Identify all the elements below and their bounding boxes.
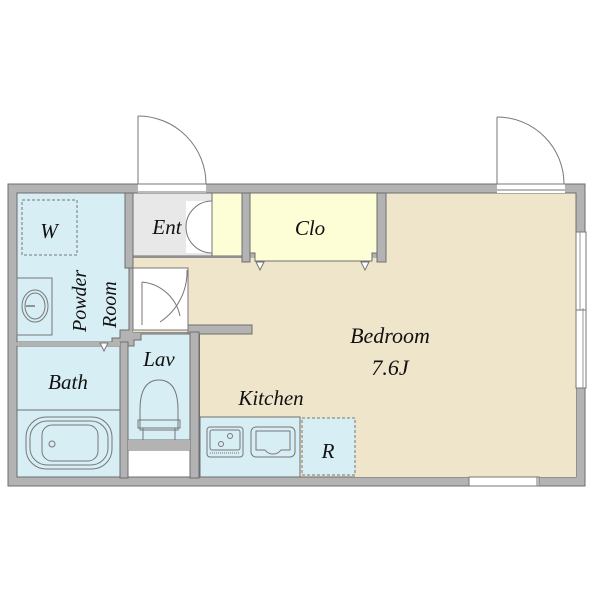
stove-icon [206, 426, 244, 458]
washer-space [21, 199, 78, 256]
interior-wall-lav-niche [128, 440, 190, 450]
refrigerator-space [301, 417, 356, 476]
washer-label: W [40, 219, 60, 243]
lav-label: Lav [142, 347, 175, 371]
shoe-cabinet [211, 192, 243, 257]
closet-door-marker-left [255, 261, 265, 272]
sliding-window-east[interactable] [575, 231, 587, 389]
interior-wall-lav-kitchen [189, 331, 200, 479]
entrance-door[interactable] [137, 115, 207, 193]
entrance-label: Ent [151, 215, 182, 239]
bedroom-label: Bedroom [350, 323, 430, 348]
powder-room-label-line1: Powder [69, 270, 91, 333]
closet [249, 192, 387, 272]
bath-room [16, 345, 121, 478]
bath-door-marker [99, 342, 109, 353]
interior-wall-powder-bath [17, 342, 120, 346]
powder-room-label: Powder [69, 270, 91, 333]
washbasin-icon [16, 277, 53, 336]
interior-wall-bath-lav [119, 341, 129, 479]
bedroom-floor [132, 192, 577, 478]
interior-wall-powder-ent [124, 192, 134, 269]
bedroom-size: 7.6J [371, 355, 410, 380]
kitchen-label: Kitchen [237, 386, 303, 410]
storage-niche [127, 449, 191, 478]
lavatory-room [127, 333, 191, 478]
toilet-icon [137, 379, 181, 440]
refrigerator-label: R [321, 439, 335, 463]
bathtub-icon [25, 416, 113, 470]
lav-door[interactable] [132, 267, 189, 331]
entrance-closet-doors[interactable] [185, 200, 213, 254]
closet-door-marker-right [360, 261, 370, 272]
balcony-door[interactable] [496, 116, 565, 193]
bath-label: Bath [48, 370, 88, 394]
powder-room-label-2: Room [99, 281, 121, 329]
closet-label: Clo [295, 216, 325, 240]
powder-room-label-line2: Room [99, 281, 121, 329]
interior-wall-closet-left [241, 192, 251, 263]
sink-icon [250, 426, 296, 458]
window-south[interactable] [468, 476, 540, 487]
kitchen-counter [199, 416, 301, 478]
